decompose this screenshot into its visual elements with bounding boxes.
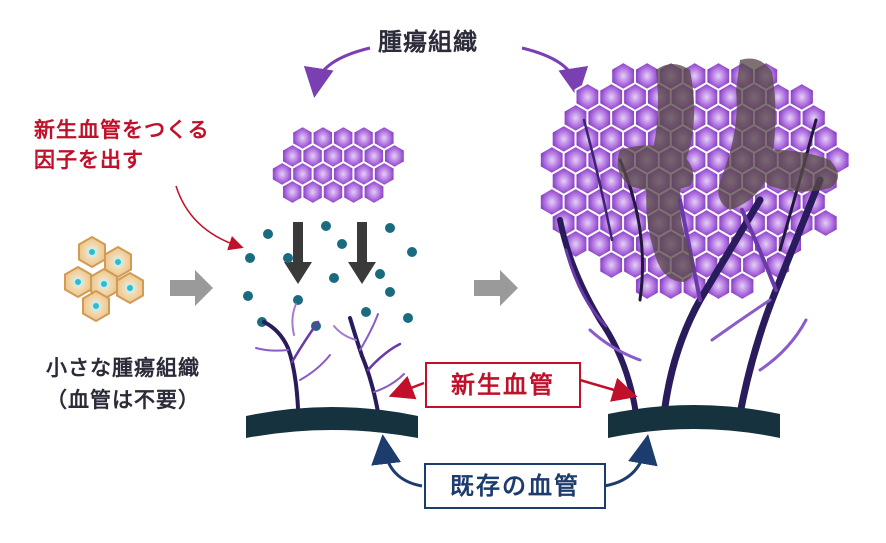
factor-dot [403, 313, 413, 323]
small-cell-nucleus [99, 279, 109, 289]
down-arrow-1 [284, 222, 312, 284]
red-pointer-right [579, 377, 638, 402]
new-vessels-label: 新生血管 [425, 362, 581, 408]
factor-dot [243, 291, 253, 301]
tumor-cell [362, 178, 386, 206]
curved-arrow-right [521, 46, 589, 98]
small-cell-nucleus [73, 277, 83, 287]
factor-dot [283, 253, 293, 263]
tumor-cell [301, 178, 325, 206]
factor-dot [329, 273, 339, 283]
factor-label-line2: 因子を出す [34, 148, 144, 172]
tumor-cell [321, 178, 345, 206]
tumor-cell [634, 270, 661, 302]
small-tumor-cluster [64, 235, 144, 323]
small-tumor-label-line1: 小さな腫瘍組織 [46, 356, 200, 380]
factor-dot [385, 223, 395, 233]
tumor-cell [729, 270, 756, 302]
factor-dot [385, 287, 395, 297]
title-label: 腫瘍組織 [378, 28, 478, 56]
small-cell-nucleus [125, 283, 135, 293]
factor-dot [361, 307, 371, 317]
small-cell-nucleus [87, 247, 97, 257]
tumor-dark-vessels [617, 58, 838, 282]
tumor-cell [812, 207, 839, 239]
factor-dot [337, 239, 347, 249]
gray-arrow-right-1 [170, 270, 213, 306]
factor-dot [263, 229, 273, 239]
factor-pointer-arrow [175, 185, 244, 251]
red-pointer-left [388, 375, 425, 400]
angiogenic-factor-dots [243, 221, 417, 331]
down-arrow-2 [348, 222, 376, 284]
navy-arrow-left [371, 434, 423, 488]
existing-vessels-label: 既存の血管 [424, 463, 606, 509]
factor-label-line1: 新生血管をつくる [34, 118, 210, 142]
existing-vessel-right [608, 405, 780, 438]
tumor-cell [342, 178, 365, 206]
middle-new-vessels [255, 303, 405, 414]
middle-tumor-cluster [270, 124, 406, 206]
curved-arrow-left [303, 46, 371, 98]
factor-dot [245, 253, 255, 263]
navy-arrow-right [603, 434, 658, 488]
existing-vessel-middle [246, 407, 418, 438]
factor-dot [293, 295, 303, 305]
tumor-cell [598, 249, 625, 281]
small-cell-nucleus [91, 301, 101, 311]
small-cell-nucleus [113, 257, 123, 267]
small-tumor-label-line2: （血管は不要） [46, 388, 200, 412]
gray-arrow-right-2 [474, 270, 518, 306]
factor-dot [321, 221, 331, 231]
factor-dot [375, 269, 385, 279]
tumor-cell [281, 178, 304, 206]
factor-dot [407, 247, 417, 257]
